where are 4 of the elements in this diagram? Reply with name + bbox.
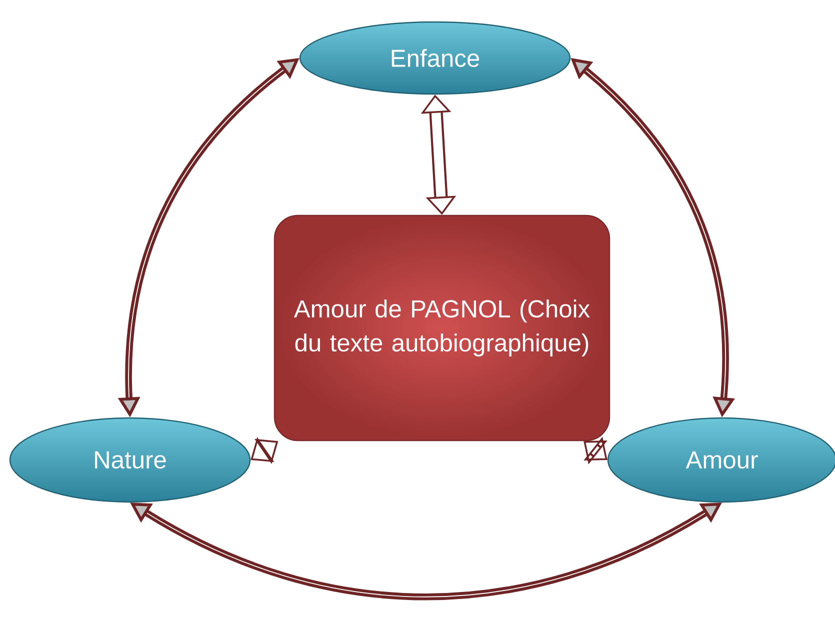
ellipse-node: Nature bbox=[9, 417, 251, 503]
ellipse-node: Enfance bbox=[299, 21, 571, 95]
rounded-box: Amour de PAGNOL (Choix du texte autobiographique) bbox=[274, 214, 610, 442]
arrow bbox=[584, 436, 608, 464]
